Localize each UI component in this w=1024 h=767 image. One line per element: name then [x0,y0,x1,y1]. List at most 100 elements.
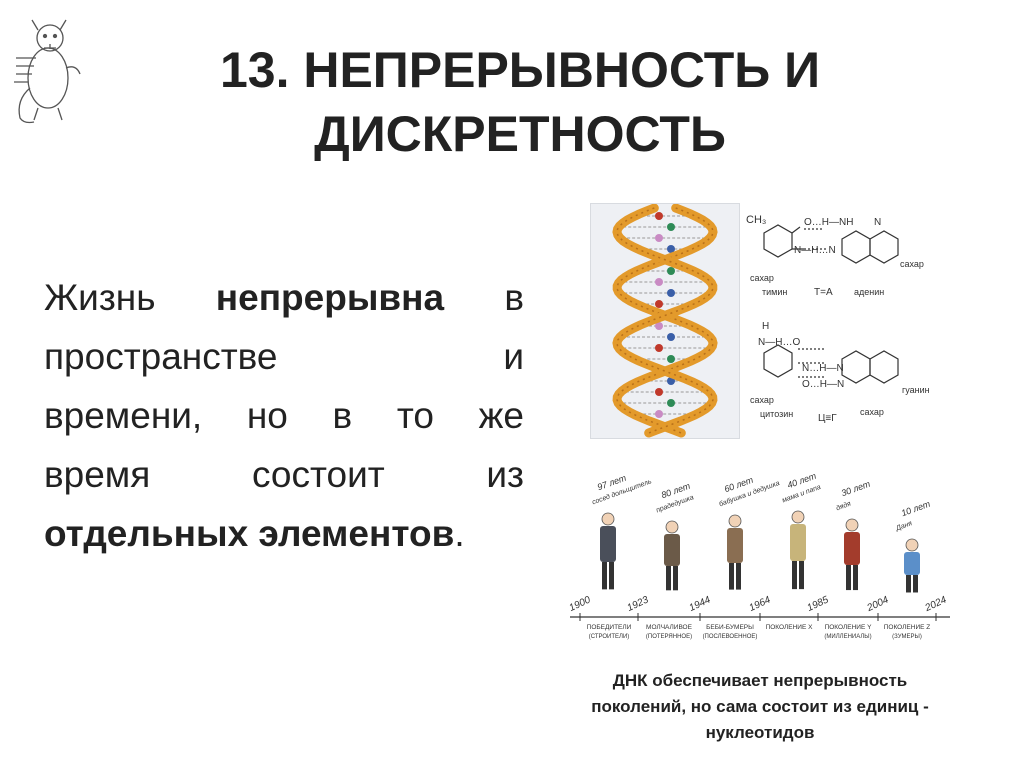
generation-name: ПОБЕДИТЕЛИ [587,624,632,631]
nucleotide-ball [667,333,675,341]
n-h-n-label-2: N…H—N [802,363,844,374]
nucleotide-ball [655,212,663,220]
person-head [728,514,742,528]
person-head [665,520,679,534]
body-line-1: Жизнь непрерывна в [44,268,524,327]
title-line-2: ДИСКРЕТНОСТЬ [314,106,726,162]
person-body [727,528,743,563]
sugar-label-left-2: сахар [750,395,774,405]
emphasis-phrase: отдельных элементов [44,513,455,554]
word: и [503,336,524,377]
caption-line-1: ДНК обеспечивает непрерывность [612,671,908,690]
nucleotide-ball [667,355,675,363]
word: пространстве [44,336,278,377]
rat-logo-icon [14,19,81,124]
cg-eq-label: Ц≡Г [818,413,837,424]
word: в [504,277,524,318]
nucleotide-ball [667,399,675,407]
generation-name: ПОКОЛЕНИЕ X [766,624,814,631]
body-line-2: пространстве и [44,327,524,386]
year-label: 2004 [865,594,891,614]
year-label: 1964 [748,594,773,614]
person-leg [906,575,911,593]
adenine-label: аденин [854,287,884,297]
year-label: 1900 [568,594,593,614]
body-line-5: отдельных элементов. [44,504,524,563]
title-line-1: 13. НЕПРЕРЫВНОСТЬ И [219,42,821,98]
n-h-label: N—H…O [758,337,800,348]
dna-strand-texture [616,207,714,434]
emphasis-word: непрерывна [215,277,445,318]
word: но [246,395,288,436]
nucleotide-ball [655,388,663,396]
person-body [600,526,616,562]
person-body [844,532,860,565]
nucleotide-ball [655,322,663,330]
person-leg [602,562,607,590]
body-line-4: время состоит из [44,445,524,504]
page-title: 13. НЕПРЕРЫВНОСТЬ И ДИСКРЕТНОСТЬ [120,38,920,166]
methyl-label: CH₃ [746,214,766,226]
generation-name: ПОКОЛЕНИЕ Z [884,624,931,631]
period: . [454,513,465,554]
caption-line-3: нуклеотидов [705,723,815,742]
person-head [845,518,859,532]
generation-name: ПОКОЛЕНИЕ Y [825,624,873,631]
person-body [904,552,920,575]
n-h-n-label: N—H…N [794,245,836,256]
cytosine-label: цитозин [760,409,793,419]
person-head [905,538,919,552]
age-label: 10 лет [900,498,932,518]
person-leg [792,561,797,590]
year-label: 1923 [626,594,651,614]
word: же [478,395,524,436]
nucleotide-ball [655,300,663,308]
word: в [332,395,353,436]
body-line-3: времени, но в то же [44,386,524,445]
person-leg [609,562,614,590]
generation-name: МОЛЧАЛИВОЕ [646,624,693,631]
nucleotide-ball [655,344,663,352]
person-leg [913,575,918,593]
cytosine-guanine-structure [763,344,899,384]
h-label: H [762,321,769,332]
word: времени, [44,395,203,436]
person-leg [736,563,741,590]
person-head [601,512,615,526]
generation-name: БЕБИ-БУМЕРЫ [706,624,754,631]
nucleotide-ball [655,234,663,242]
person-head [791,510,805,524]
person-leg [666,566,671,591]
body-paragraph: Жизнь непрерывна в пространстве и времен… [44,268,524,563]
n-label: N [874,217,881,228]
person-leg [846,565,851,591]
dna-strand-texture [616,207,714,434]
nucleotide-ball [655,278,663,286]
caption-line-2: поколений, но сама состоит из единиц - [591,697,929,716]
thymine-adenine-structure [763,224,899,264]
base-pairs-diagram: CH₃ O…H—NH N N—H…N сахар сахар тимин T=A… [746,214,930,424]
nucleotide-ball [667,289,675,297]
person-leg [853,565,858,591]
nucleotide-ball [655,410,663,418]
generation-subname: (СТРОИТЕЛИ) [589,634,630,640]
person-body [664,534,680,566]
nucleotide-ball [667,377,675,385]
ta-eq-label: T=A [814,287,833,298]
word: состоит [251,454,385,495]
generation-subname: (МИЛЛЕНИАЛЫ) [824,634,871,640]
person-leg [673,566,678,591]
generation-subname: (ПОСЛЕВОЕННОЕ) [703,634,758,640]
sugar-label-2: сахар [860,407,884,417]
dna-helix-icon [612,203,718,438]
guanine-label: гуанин [902,385,930,395]
nucleotide-ball [667,267,675,275]
sugar-label-1: сахар [900,259,924,269]
year-label: 2024 [923,594,949,614]
word: из [486,454,524,495]
bond-o-h-n-label: O…H—NH [804,217,853,228]
word: Жизнь [44,277,156,318]
role-label: дядя [835,500,852,513]
nucleotide-ball [667,223,675,231]
